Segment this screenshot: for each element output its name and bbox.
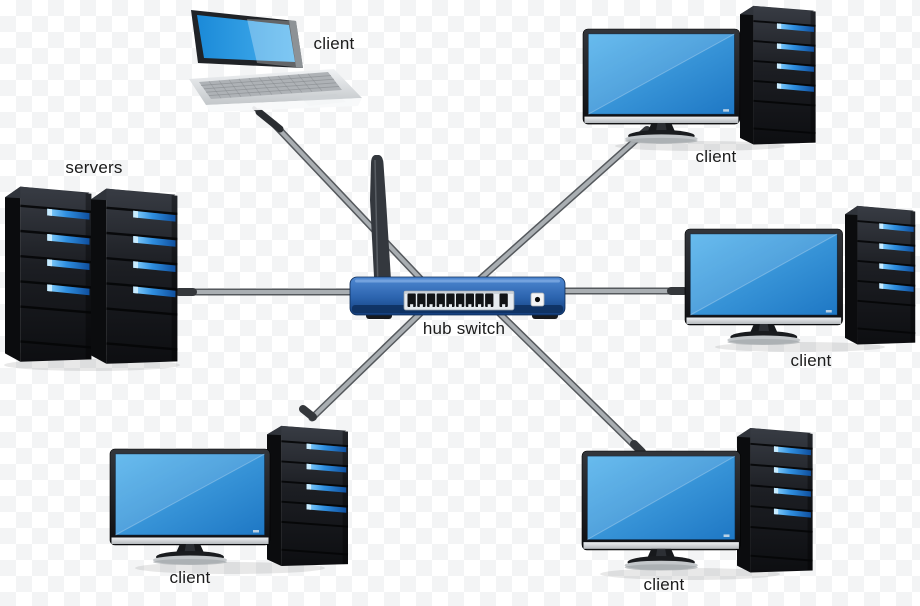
desktop-tower-icon — [739, 4, 817, 146]
server-rack-icon — [3, 185, 179, 366]
label-hub-switch: hub switch — [422, 319, 506, 338]
cable-laptop-to-hub — [252, 106, 436, 295]
desktop-tower-icon — [736, 426, 814, 574]
antenna-icon — [370, 155, 392, 296]
hub-switch-icon — [349, 155, 566, 319]
desktop-tower-icon — [844, 204, 917, 346]
ethernet-ports — [407, 293, 508, 307]
desktop-monitor-icon — [684, 228, 844, 346]
label-client-right: client — [790, 351, 832, 370]
label-client-bottom-right: client — [643, 575, 685, 594]
laptop-icon — [189, 10, 362, 112]
desktop-tower-icon — [266, 424, 349, 567]
label-client-bottom-left: client — [169, 568, 211, 587]
desktop-monitor-icon — [582, 28, 741, 145]
power-led — [534, 296, 541, 303]
cable-topright-client-to-hub — [476, 126, 651, 283]
cable-bottomright-client-to-hub — [486, 300, 646, 457]
label-client-top-right: client — [695, 147, 737, 166]
server-tower-icon — [3, 185, 93, 364]
desktop-monitor-icon — [109, 448, 271, 566]
label-client-laptop: client — [313, 34, 355, 53]
desktop-monitor-icon — [581, 450, 741, 571]
cable-bottomleft-client-to-hub — [299, 298, 436, 422]
server-tower-icon — [89, 187, 179, 366]
label-servers: servers — [65, 158, 123, 177]
